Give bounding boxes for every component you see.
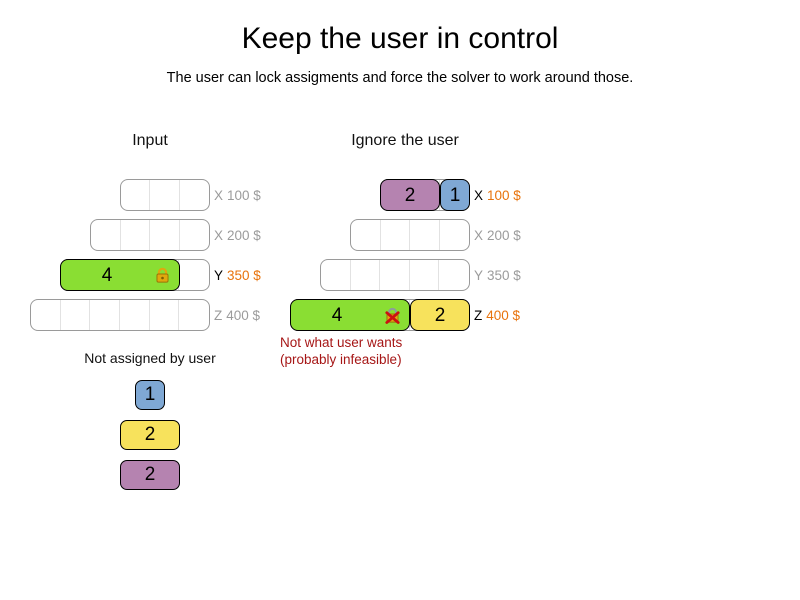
row-cost: 350 $ — [487, 267, 521, 283]
track-cell[interactable] — [150, 220, 180, 250]
assignment-block[interactable]: 1 — [440, 179, 470, 211]
lock-broken-icon-svg — [384, 307, 400, 324]
row-track[interactable] — [90, 219, 210, 251]
track-cell[interactable] — [351, 260, 381, 290]
row-resource: Y — [214, 267, 224, 283]
row-cost: 400 $ — [226, 307, 261, 323]
assignment-block[interactable]: 4 — [60, 259, 180, 291]
track-cell[interactable] — [180, 220, 209, 250]
track-cell[interactable] — [91, 220, 121, 250]
track-cell[interactable] — [351, 220, 381, 250]
page-subtitle: The user can lock assigments and force t… — [166, 70, 634, 86]
row-cost: 400 $ — [486, 307, 521, 323]
row-blocks: 4 — [60, 259, 180, 291]
lock-broken-icon[interactable] — [383, 306, 401, 324]
assignment-block-value: 4 — [331, 304, 343, 326]
row-cost: 200 $ — [487, 227, 521, 243]
row-resource: X — [214, 187, 224, 203]
track-cell[interactable] — [410, 260, 440, 290]
row-cost: 100 $ — [487, 187, 521, 203]
row-cost: 350 $ — [227, 267, 261, 283]
track-cell[interactable] — [90, 300, 121, 330]
row-resource: X — [214, 227, 224, 243]
track-cell[interactable] — [180, 180, 209, 210]
column-heading-input: Input — [132, 132, 168, 149]
track-cell[interactable] — [121, 220, 150, 250]
assignment-block-value: 2 — [434, 304, 446, 326]
unassigned-item[interactable]: 2 — [120, 460, 180, 490]
track-cell[interactable] — [150, 180, 180, 210]
track-cell[interactable] — [410, 220, 440, 250]
row-resource: X — [474, 227, 484, 243]
track-cell[interactable] — [31, 300, 61, 330]
track-cell[interactable] — [321, 260, 351, 290]
assignment-block-value: 1 — [449, 184, 461, 206]
track-cell[interactable] — [440, 220, 469, 250]
assignment-block-value: 2 — [404, 184, 416, 206]
lock-icon[interactable] — [153, 266, 171, 284]
row-resource: Y — [474, 267, 484, 283]
warning-note: Not what user wants (probably infeasible… — [280, 334, 402, 368]
assignment-block-value: 4 — [101, 264, 113, 286]
page-title: Keep the user in control — [241, 22, 559, 55]
assignment-block[interactable]: 2 — [410, 299, 470, 331]
track-cell[interactable] — [179, 260, 209, 290]
track-cell[interactable] — [380, 260, 410, 290]
unassigned-item[interactable]: 1 — [135, 380, 165, 410]
row-track[interactable] — [320, 259, 470, 291]
unassigned-item[interactable]: 2 — [120, 420, 180, 450]
row-track[interactable] — [120, 179, 210, 211]
row-track[interactable] — [350, 219, 470, 251]
track-cell[interactable] — [381, 220, 410, 250]
warning-note-line-2: (probably infeasible) — [280, 352, 402, 367]
track-cell[interactable] — [150, 300, 180, 330]
column-heading-ignore: Ignore the user — [351, 132, 459, 149]
row-cost: 100 $ — [227, 187, 261, 203]
row-resource: Z — [474, 307, 483, 323]
row-track[interactable] — [30, 299, 210, 331]
row-resource: Z — [214, 307, 223, 323]
assignment-block[interactable]: 4 — [290, 299, 410, 331]
row-resource: X — [474, 187, 484, 203]
pool-heading: Not assigned by user — [84, 350, 216, 366]
track-cell[interactable] — [179, 300, 209, 330]
row-cost: 200 $ — [227, 227, 261, 243]
track-cell[interactable] — [121, 180, 151, 210]
track-cell[interactable] — [439, 260, 469, 290]
assignment-block[interactable]: 2 — [380, 179, 440, 211]
lock-icon-svg — [155, 267, 169, 283]
track-cell[interactable] — [61, 300, 91, 330]
track-cell[interactable] — [120, 300, 150, 330]
warning-note-line-1: Not what user wants — [280, 335, 403, 350]
